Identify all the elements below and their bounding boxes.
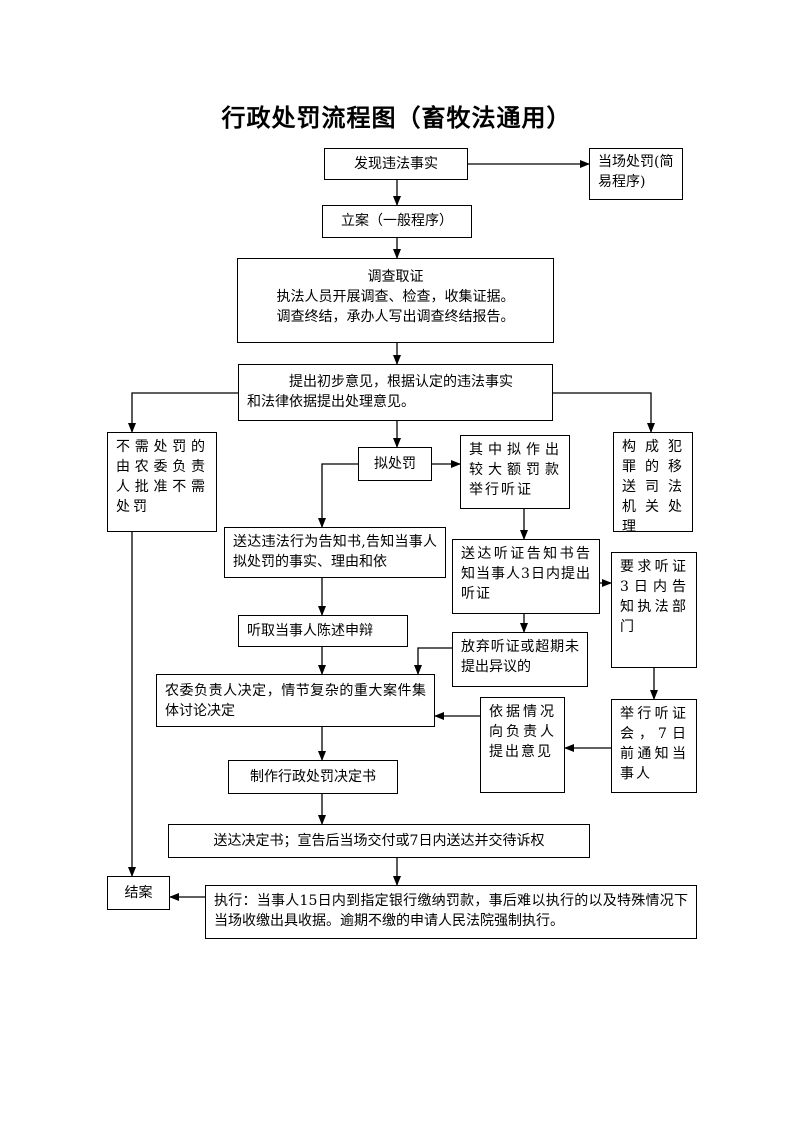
box-crime: 构成犯罪的移送司法机关处理 (613, 432, 693, 535)
box-discover: 发现违法事实 (324, 148, 468, 180)
box-waive-text: 放弃听证或超期未提出异议的 (461, 639, 579, 675)
box-discover-text: 发现违法事实 (354, 156, 438, 172)
box-onsite-text: 当场处罚(简易程序) (598, 154, 674, 190)
box-proposed: 拟处罚 (358, 447, 432, 481)
box-investigate: 调查取证 执法人员开展调查、检查，收集证据。 调查终结，承办人写出调查终结报告。 (237, 258, 554, 343)
box-no-penalty: 不需处罚的由农委负责人批准不需处罚 (107, 432, 217, 532)
box-hold-hearing-text: 举行听证会，7日前通知当事人 (620, 706, 688, 782)
arrow-opinion-to-crime (553, 392, 655, 433)
page-title: 行政处罚流程图（畜牧法通用） (221, 104, 572, 132)
box-make-decision: 制作行政处罚决定书 (228, 760, 398, 794)
arrow-waive-to-decision (414, 647, 452, 675)
box-request-hearing-text: 要求听证3日内告知执法部门 (620, 559, 688, 635)
box-opinion: 提出初步意见，根据认定的违法事实 和法律依据提出处理意见。 (238, 364, 553, 421)
box-execute-text: 执行：当事人15日内到指定银行缴纳罚款，事后难以执行的以及特殊情况下当场收缴出具… (214, 893, 688, 929)
arrow-proposed-to-notice (318, 463, 358, 528)
box-request-hearing: 要求听证3日内告知执法部门 (611, 552, 697, 668)
arrow-opinion-to-no-penalty (128, 392, 238, 433)
box-report-text: 依据情况向负责人提出意见 (489, 704, 556, 760)
box-waive: 放弃听证或超期未提出异议的 (452, 632, 588, 687)
box-hold-hearing: 举行听证会，7日前通知当事人 (611, 699, 697, 793)
box-hearing-notice-text: 送达听证告知书告知当事人3日内提出听证 (461, 546, 591, 602)
box-report: 依据情况向负责人提出意见 (480, 697, 565, 793)
box-decision: 农委负责人决定，情节复杂的重大案件集体讨论决定 (156, 674, 435, 727)
box-investigate-line1: 调查取证 (367, 269, 424, 285)
box-deliver-text: 送达决定书；宣告后当场交付或7日内送达并交待诉权 (213, 833, 545, 849)
box-execute: 执行：当事人15日内到指定银行缴纳罚款，事后难以执行的以及特殊情况下当场收缴出具… (205, 885, 697, 939)
box-no-penalty-text: 不需处罚的由农委负责人批准不需处罚 (116, 439, 208, 515)
box-filing-text: 立案（一般程序） (341, 213, 453, 229)
box-make-decision-text: 制作行政处罚决定书 (250, 769, 376, 785)
box-statement: 听取当事人陈述申辩 (238, 615, 408, 647)
box-proposed-text: 拟处罚 (374, 456, 416, 472)
box-close-text: 结案 (124, 885, 153, 901)
box-statement-text: 听取当事人陈述申辩 (247, 623, 373, 639)
box-deliver: 送达决定书；宣告后当场交付或7日内送达并交待诉权 (168, 824, 590, 858)
box-large-fine-text: 其中拟作出较大额罚款举行听证 (469, 442, 561, 498)
box-opinion-line2: 和法律依据提出处理意见。 (247, 394, 415, 410)
box-investigate-line3: 调查终结，承办人写出调查终结报告。 (276, 309, 515, 325)
box-opinion-line1: 提出初步意见，根据认定的违法事实 (289, 374, 513, 390)
box-crime-text: 构成犯罪的移送司法机关处理 (622, 439, 684, 535)
box-filing: 立案（一般程序） (322, 205, 472, 238)
box-investigate-line2: 执法人员开展调查、检查，收集证据。 (276, 289, 515, 305)
box-close: 结案 (107, 876, 170, 910)
box-large-fine: 其中拟作出较大额罚款举行听证 (460, 435, 570, 509)
box-hearing-notice: 送达听证告知书告知当事人3日内提出听证 (452, 539, 600, 614)
box-notice-violation-text: 送达违法行为告知书,告知当事人拟处罚的事实、理由和依 (233, 534, 437, 570)
box-decision-text: 农委负责人决定，情节复杂的重大案件集体讨论决定 (165, 683, 426, 719)
box-notice-violation: 送达违法行为告知书,告知当事人拟处罚的事实、理由和依 (224, 527, 446, 578)
box-onsite: 当场处罚(简易程序) (589, 148, 683, 200)
